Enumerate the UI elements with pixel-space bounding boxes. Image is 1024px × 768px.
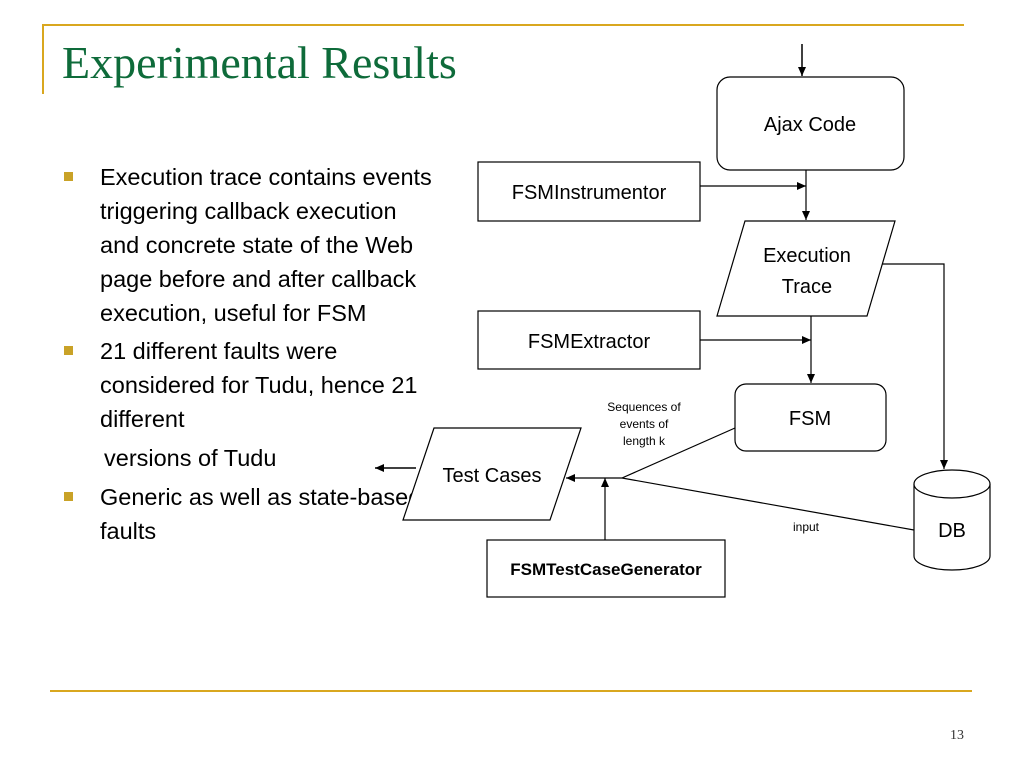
- node-fsm: FSM: [734, 383, 887, 452]
- label-sequences-line3: length k: [623, 434, 666, 448]
- slide-title: Experimental Results: [62, 37, 457, 88]
- node-test-cases: Test Cases: [402, 427, 582, 521]
- bullet-marker-icon: [64, 346, 73, 355]
- node-execution-trace: Execution Trace: [716, 220, 896, 317]
- bullet-item: Generic as well as state-based faults: [62, 480, 437, 548]
- label-input: input: [793, 520, 820, 534]
- bottom-rule: [50, 690, 972, 692]
- label-sequences-line2: events of: [620, 417, 669, 431]
- edge-fsm-to-junction: [621, 427, 736, 479]
- node-fsm-instrumentor: FSMInstrumentor: [477, 161, 701, 222]
- bullet-text: Execution trace contains events triggeri…: [100, 164, 432, 326]
- bullet-text: Generic as well as state-based faults: [100, 484, 422, 544]
- node-fsm-instrumentor-label: FSMInstrumentor: [512, 182, 667, 204]
- node-fsm-test-case-generator: FSMTestCaseGenerator: [486, 539, 726, 598]
- node-test-cases-label: Test Cases: [443, 465, 542, 487]
- node-db: DB: [913, 469, 991, 571]
- edge-trace-to-db: [880, 263, 948, 469]
- label-sequences: Sequences of events of length k: [607, 400, 681, 448]
- node-db-label: DB: [938, 520, 966, 542]
- node-execution-trace-label-line1: Execution: [763, 245, 851, 267]
- bullet-marker-icon: [64, 492, 73, 501]
- node-ajax-code-label: Ajax Code: [764, 114, 856, 136]
- bullet-text: versions of Tudu: [104, 445, 277, 471]
- bullet-item: Execution trace contains events triggeri…: [62, 160, 437, 330]
- node-fsm-label: FSM: [789, 408, 831, 430]
- node-fsm-extractor: FSMExtractor: [477, 310, 701, 370]
- bullet-list: Execution trace contains events triggeri…: [62, 160, 437, 548]
- bullet-continuation: versions of Tudu: [62, 441, 437, 475]
- node-fsm-extractor-label: FSMExtractor: [528, 331, 651, 353]
- edge-db-to-junction: [621, 477, 915, 531]
- node-execution-trace-label-line2: Trace: [782, 276, 832, 298]
- node-fsm-test-case-generator-label: FSMTestCaseGenerator: [510, 560, 702, 579]
- top-rule: [42, 24, 964, 26]
- bullet-item: 21 different faults were considered for …: [62, 334, 437, 436]
- node-ajax-code: Ajax Code: [716, 76, 905, 171]
- page-number: 13: [950, 728, 964, 743]
- bullet-marker-icon: [64, 172, 73, 181]
- label-sequences-line1: Sequences of: [607, 400, 681, 414]
- bullet-text: 21 different faults were considered for …: [100, 338, 418, 432]
- left-rule: [42, 24, 44, 94]
